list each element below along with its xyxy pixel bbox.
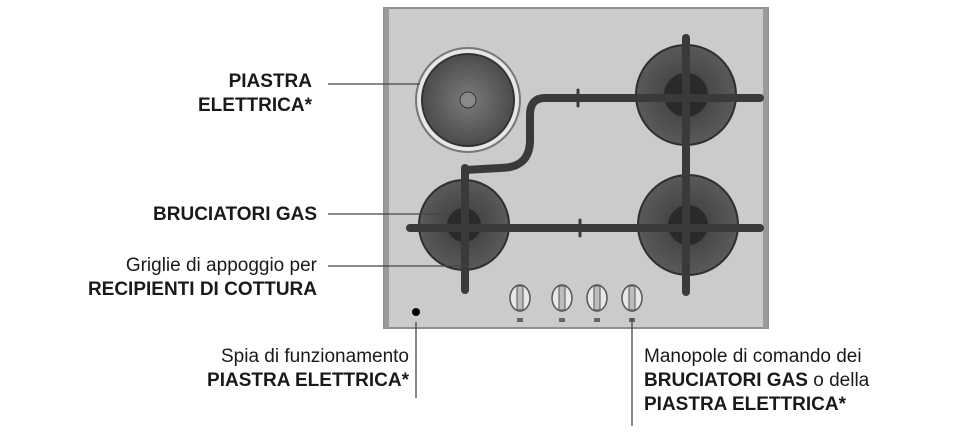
control-knob-4[interactable] [621, 284, 643, 312]
label-electric-plate: PIASTRA ELETTRICA* [198, 70, 312, 118]
label-indicator: Spia di funzionamento PIASTRA ELETTRICA* [207, 345, 409, 393]
control-knob-2[interactable] [551, 284, 573, 312]
label-grids-line1: Griglie di appoggio per [125, 255, 317, 276]
label-knobs: Manopole di comando dei BRUCIATORI GAS o… [644, 345, 869, 417]
indicator-light [412, 308, 420, 316]
label-knobs-line3: PIASTRA ELETTRICA* [644, 394, 846, 415]
label-gas-burners: BRUCIATORI GAS [153, 203, 317, 227]
label-knobs-line2: BRUCIATORI GAS o della [644, 369, 869, 393]
label-grids-line2: RECIPIENTI DI COTTURA [87, 279, 317, 300]
label-knobs-line1: Manopole di comando dei [644, 346, 862, 367]
label-knobs-line2-bold: BRUCIATORI GAS [644, 370, 808, 391]
label-gas-burners-line1: BRUCIATORI GAS [153, 204, 317, 225]
pan-support-grid [406, 34, 764, 296]
label-electric-plate-line1: PIASTRA [228, 71, 312, 92]
control-knob-3[interactable] [586, 284, 608, 312]
leader-lines [328, 83, 633, 426]
electric-plate [415, 47, 521, 153]
label-indicator-line2: PIASTRA ELETTRICA* [207, 370, 409, 391]
label-grids: Griglie di appoggio per RECIPIENTI DI CO… [88, 254, 317, 302]
label-electric-plate-line2: ELETTRICA* [198, 95, 312, 116]
label-knobs-line2-rest: o della [807, 370, 870, 391]
label-indicator-line1: Spia di funzionamento [220, 346, 409, 367]
control-knob-1[interactable] [509, 284, 531, 312]
